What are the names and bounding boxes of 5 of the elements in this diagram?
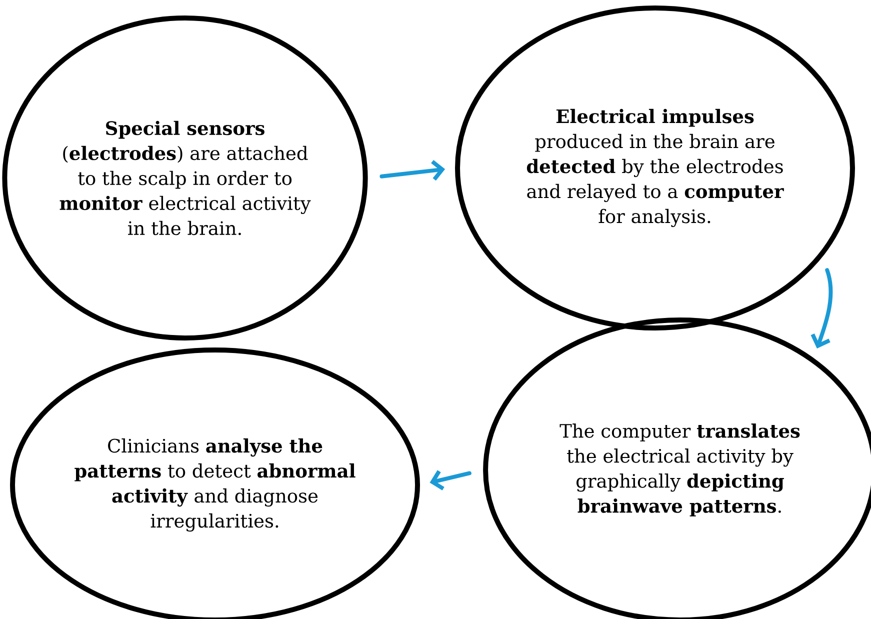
ellipse-node: Special sensors (electrodes) are attached to the scalp in order to monitor electrical activity in the brain. [2,15,368,340]
arrow [810,268,833,349]
arrow [380,160,446,181]
arrow [430,470,472,490]
ellipse-node: Electrical impulses produced in the brain are detected by the electrodes and relayed to a computer for analysis. [455,6,855,330]
